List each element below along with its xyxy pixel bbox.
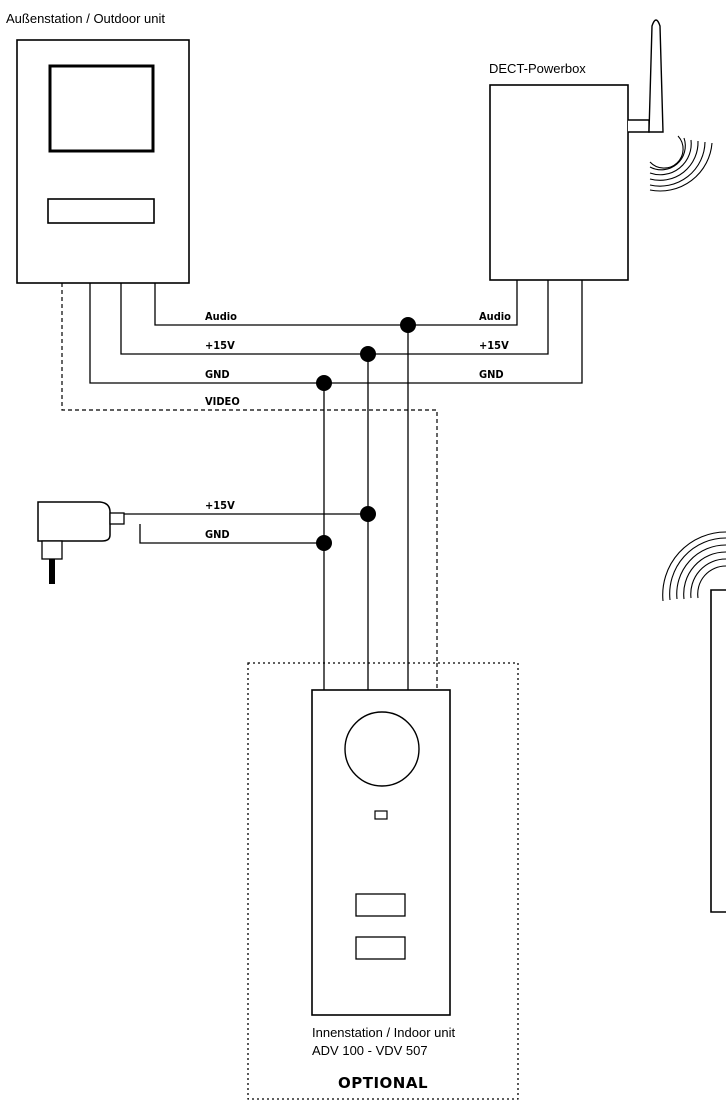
indoor-button-1 <box>355 893 406 917</box>
junction-dot <box>360 346 376 362</box>
audio-wire <box>154 280 518 326</box>
wireless-signal-icon <box>662 531 726 602</box>
v15-wire <box>120 280 549 355</box>
indoor-unit-model: ADV 100 - VDV 507 <box>312 1043 428 1058</box>
gnd-wire <box>89 280 583 384</box>
power-adapter-icon <box>37 501 125 584</box>
junction-dot <box>316 535 332 551</box>
dect-handset-partial <box>662 531 726 913</box>
outdoor-unit-nameplate <box>47 198 155 224</box>
optional-frame <box>247 662 519 1100</box>
junction-dot <box>316 375 332 391</box>
optional-label: OPTIONAL <box>338 1074 428 1092</box>
outdoor-unit-title: Außenstation / Outdoor unit <box>6 11 165 26</box>
label-video: VIDEO <box>205 395 240 408</box>
dect-powerbox-housing <box>489 84 629 281</box>
label-audio-right: Audio <box>479 310 511 323</box>
dect-powerbox-title: DECT-Powerbox <box>489 61 586 76</box>
psu-gnd-wire <box>139 524 324 544</box>
junctions <box>316 317 416 551</box>
video-wire <box>61 283 438 663</box>
label-psu-v15: +15V <box>205 499 235 512</box>
speaker-icon <box>344 711 420 787</box>
dect-powerbox: DECT-Powerbox <box>489 19 713 281</box>
label-gnd-right: GND <box>479 368 504 381</box>
label-v15-left: +15V <box>205 339 235 352</box>
label-psu-gnd: GND <box>205 528 230 541</box>
indoor-unit <box>311 689 451 1016</box>
junction-dot <box>360 506 376 522</box>
label-audio-left: Audio <box>205 310 237 323</box>
indoor-button-2 <box>355 936 406 960</box>
wiring <box>89 280 583 663</box>
wireless-signal-icon <box>649 135 713 192</box>
antenna-icon <box>628 19 664 133</box>
label-v15-right: +15V <box>479 339 509 352</box>
led-indicator <box>374 810 388 820</box>
junction-dot <box>400 317 416 333</box>
outdoor-unit: Außenstation / Outdoor unit <box>6 11 190 284</box>
outdoor-unit-camera-screen <box>48 64 155 153</box>
label-gnd-left: GND <box>205 368 230 381</box>
indoor-unit-title: Innenstation / Indoor unit <box>312 1025 455 1040</box>
